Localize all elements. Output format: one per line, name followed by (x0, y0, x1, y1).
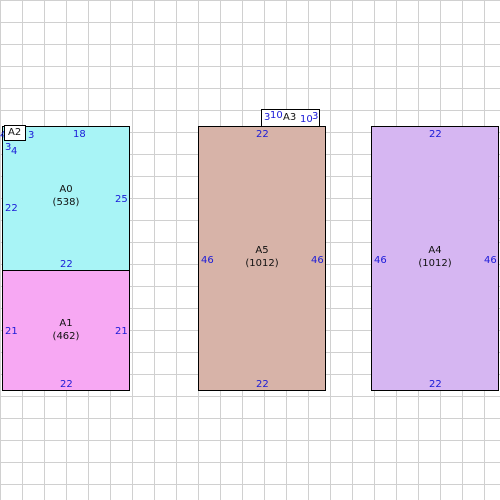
room-a0[interactable]: A0 (538) 18 22 25 22 4 3 (0, 126, 130, 271)
room-a0-left-dim: 22 (5, 203, 18, 214)
room-a2-dim-a: 3 (5, 142, 12, 153)
room-a1-bottom-dim: 22 (60, 379, 73, 390)
room-a5-left-dim: 46 (201, 255, 214, 266)
room-a3-dim-left-b: 10 (270, 110, 283, 121)
room-a3-dim-left-a: 3 (264, 112, 271, 123)
room-a3[interactable]: 3 10 A3 10 3 (261, 109, 320, 127)
room-a1-name: A1 (59, 318, 73, 329)
room-a2-dim-b: 4 (11, 146, 18, 157)
room-a0-name: A0 (59, 184, 73, 195)
room-a0-right-dim: 25 (115, 194, 128, 205)
room-a5-name: A5 (255, 245, 269, 256)
room-a5-top-dim: 22 (256, 129, 269, 140)
room-a4-area: (1012) (418, 258, 452, 269)
room-a0-corner-dim-b: 3 (28, 130, 35, 141)
room-a1-area: (462) (52, 331, 80, 342)
room-a0-corner-dim-a: 4 (0, 130, 6, 141)
room-a3-dim-right-a: 10 (300, 114, 313, 125)
room-a0-bottom-dim: 22 (60, 259, 73, 270)
room-a5-bottom-dim: 22 (256, 379, 269, 390)
room-a4-bottom-dim: 22 (429, 379, 442, 390)
room-a5-area: (1012) (245, 258, 279, 269)
room-a4-left-dim: 46 (374, 255, 387, 266)
room-a2[interactable]: A2 (4, 125, 26, 141)
room-a4-name: A4 (428, 245, 442, 256)
room-a5-right-dim: 46 (311, 255, 324, 266)
room-a0-area: (538) (52, 197, 80, 208)
room-a1-right-dim: 21 (115, 326, 128, 337)
room-a3-dim-right-b: 3 (312, 111, 319, 122)
room-a0-top-dim: 18 (73, 129, 86, 140)
room-a3-name: A3 (283, 112, 297, 123)
room-a2-name: A2 (8, 127, 22, 138)
room-a1[interactable]: A1 (462) 21 21 22 (2, 270, 130, 391)
room-a5[interactable]: A5 (1012) 22 46 46 22 (198, 126, 326, 391)
room-a4[interactable]: A4 (1012) 22 46 46 22 (371, 126, 499, 391)
room-a4-top-dim: 22 (429, 129, 442, 140)
room-a1-left-dim: 21 (5, 326, 18, 337)
room-a4-right-dim: 46 (484, 255, 497, 266)
